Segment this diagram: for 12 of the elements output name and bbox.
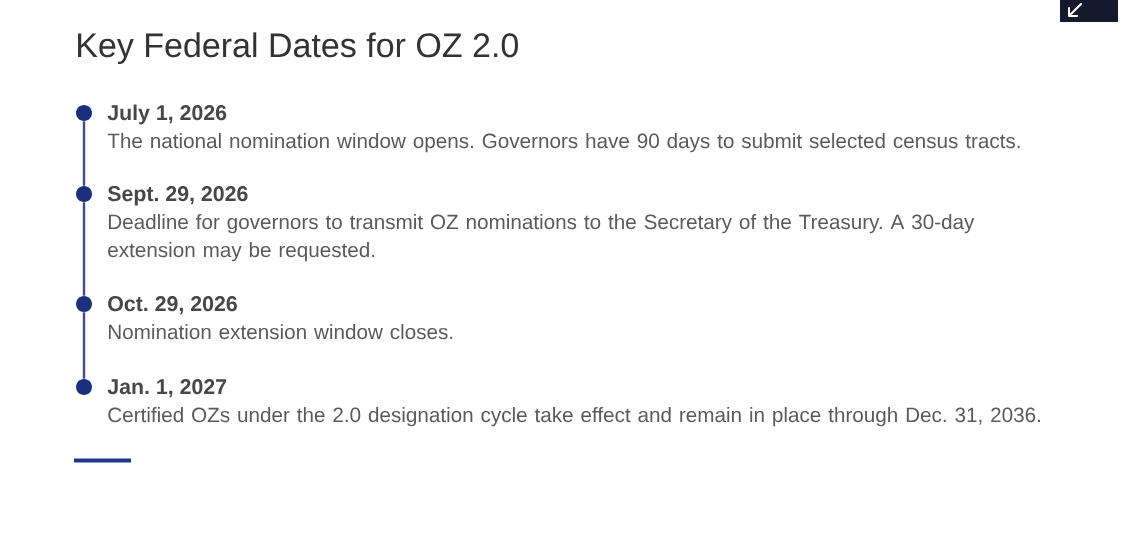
date-label: Sept. 29, 2026 — [107, 186, 248, 206]
date-label: July 1, 2026 — [107, 104, 227, 125]
event-description: Nomination extension window closes. — [108, 324, 453, 340]
timeline-line — [82, 121, 86, 186]
date-label: Jan. 1, 2027 — [107, 379, 227, 398]
timeline-line — [82, 202, 86, 296]
timeline-line — [82, 312, 86, 379]
date-label: Oct. 29, 2026 — [108, 296, 237, 315]
event-description: The national nomination window opens. Governors have 90 days to submit selected census tracts. — [107, 133, 1020, 153]
title: Key Federal Dates for OZ 2.0 — [78, 32, 518, 65]
event-description: Deadline for governors to transmit OZ nominations to the Secretary of the Treasury. A 30-day extension may be requested. — [108, 214, 975, 262]
event-description: Certified OZs under the 2.0 designation cycle take effect and remain in place through Dec. 31, 2036. — [108, 407, 1040, 427]
